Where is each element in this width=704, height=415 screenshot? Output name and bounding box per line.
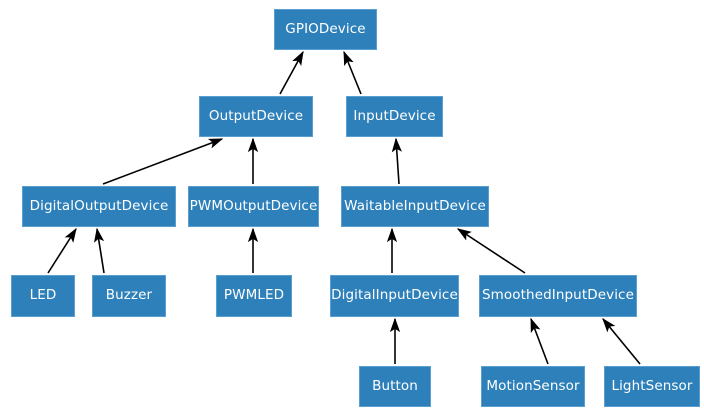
class-node-label: LED <box>29 287 57 304</box>
class-node-digitalinputdevice[interactable]: DigitalInputDevice <box>330 275 459 317</box>
class-node-gpiodevice[interactable]: GPIODevice <box>274 9 377 50</box>
class-node-inputdevice[interactable]: InputDevice <box>346 96 443 137</box>
class-node-lightsensor[interactable]: LightSensor <box>604 366 700 407</box>
class-node-smoothedinputdevice[interactable]: SmoothedInputDevice <box>479 275 637 317</box>
class-node-outputdevice[interactable]: OutputDevice <box>199 96 313 137</box>
class-node-digitaloutputdevice[interactable]: DigitalOutputDevice <box>22 186 176 227</box>
class-node-buzzer[interactable]: Buzzer <box>92 275 166 317</box>
class-node-label: DigitalOutputDevice <box>29 197 169 214</box>
class-node-label: GPIODevice <box>285 20 366 37</box>
class-node-label: Button <box>372 377 418 394</box>
class-node-led[interactable]: LED <box>11 275 75 317</box>
class-node-label: MotionSensor <box>486 377 580 394</box>
class-node-label: PWMLED <box>223 287 285 304</box>
class-node-motionsensor[interactable]: MotionSensor <box>481 366 585 407</box>
class-node-pwmled[interactable]: PWMLED <box>216 275 292 317</box>
class-node-label: WaitableInputDevice <box>344 197 486 214</box>
class-node-waitableinputdevice[interactable]: WaitableInputDevice <box>341 186 489 227</box>
class-node-label: OutputDevice <box>208 107 304 124</box>
class-node-label: InputDevice <box>353 107 436 124</box>
class-node-button[interactable]: Button <box>359 366 431 407</box>
class-node-pwmoutputdevice[interactable]: PWMOutputDevice <box>188 186 319 227</box>
class-node-label: SmoothedInputDevice <box>482 287 634 304</box>
class-node-label: DigitalInputDevice <box>331 287 458 304</box>
class-node-label: LightSensor <box>611 377 693 394</box>
class-node-label: PWMOutputDevice <box>189 197 318 214</box>
class-node-label: Buzzer <box>105 287 153 304</box>
